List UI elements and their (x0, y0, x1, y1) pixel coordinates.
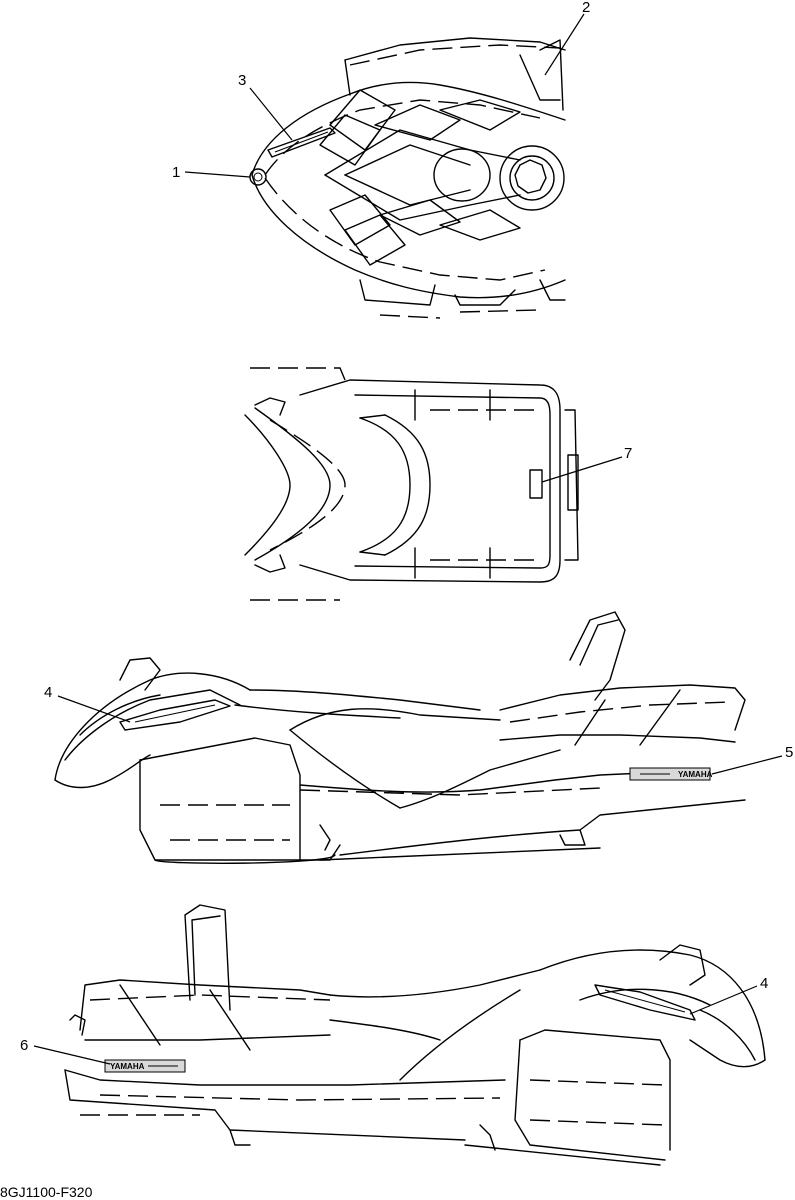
front-side-stripe-decal-left (595, 985, 695, 1020)
front-side-stripe-decal (120, 700, 230, 730)
leader-line-4a (58, 696, 130, 722)
hood-stripe-decal (268, 128, 335, 157)
callout-6: 6 (20, 1037, 28, 1054)
callout-3: 3 (238, 72, 246, 89)
rear-side-brand-decal-left (105, 1060, 185, 1072)
decal-brand-text-right: YAMAHA (678, 770, 713, 779)
leader-line-1 (185, 172, 250, 177)
right-side-view: YAMAHA (55, 612, 745, 863)
leader-line-4b (690, 986, 757, 1014)
left-side-view: YAMAHA (65, 905, 765, 1165)
callout-7: 7 (624, 445, 632, 462)
callout-2: 2 (582, 0, 590, 16)
drawing-code: 8GJ1100-F320 (0, 1184, 93, 1200)
rear-plate-decal (530, 470, 542, 498)
leader-line-2 (545, 14, 584, 75)
leader-lines (34, 14, 782, 1064)
callout-5: 5 (785, 744, 793, 761)
decal-brand-text-left: YAMAHA (110, 1062, 145, 1071)
callout-1: 1 (172, 164, 180, 181)
leader-line-5 (712, 756, 782, 774)
leader-line-6 (34, 1046, 110, 1064)
callout-4-left-side: 4 (760, 975, 768, 992)
leader-line-7 (542, 457, 622, 482)
front-top-view (250, 38, 565, 318)
callouts: 1 2 3 4 5 6 7 4 (20, 0, 793, 1054)
callout-4-right-side: 4 (44, 684, 52, 701)
rear-top-view (245, 368, 578, 600)
leader-line-3 (250, 88, 292, 140)
